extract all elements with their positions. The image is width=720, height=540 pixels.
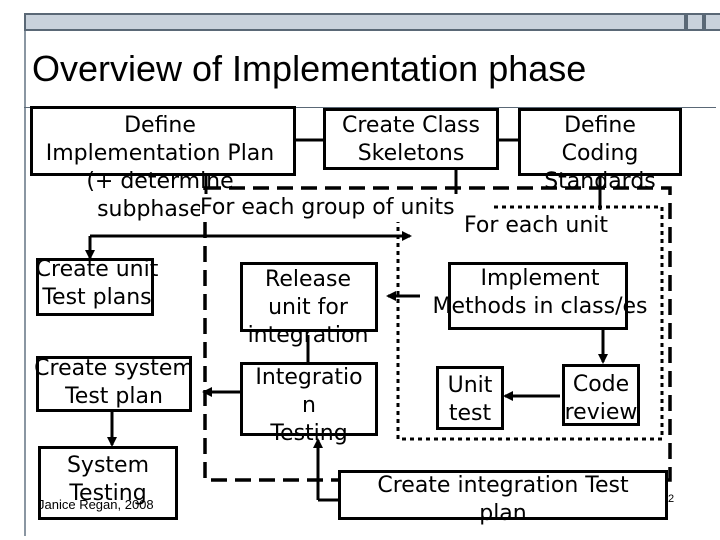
release-unit-label: Release unit for integration: [247, 267, 369, 348]
unit-loop-label: For each unit: [464, 212, 624, 240]
create-system-test-plan-box: [36, 356, 192, 412]
define-implementation-plan-box: [30, 106, 296, 176]
top-decorative-square: [686, 13, 704, 31]
create-system-test-plan-label: Create system Test plan: [34, 356, 194, 409]
unit-test-label: Unit test: [447, 373, 493, 426]
title-divider: [24, 107, 716, 108]
create-class-skeletons-box: [323, 108, 499, 170]
integration-testing-label: Integratio n Testing: [255, 365, 363, 446]
group-loop-label: For each group of units: [200, 194, 490, 222]
unit-test-box: [436, 366, 504, 430]
code-review-label: Code review: [564, 372, 638, 425]
system-testing-label: System Testing: [66, 453, 150, 506]
define-coding-standards-box: [518, 108, 682, 176]
slide-title: Overview of Implementation phase: [32, 48, 587, 89]
footer-author: Janice Regan, 2008: [38, 497, 154, 512]
create-unit-test-plans-box: [36, 258, 154, 316]
top-decorative-square: [704, 13, 720, 31]
create-class-skeletons-label: Create Class Skeletons: [342, 113, 480, 166]
integration-testing-box: [240, 362, 378, 436]
left-decorative-line: [24, 31, 26, 536]
system-testing-box: [38, 446, 178, 520]
implement-methods-box: [448, 262, 628, 330]
code-review-box: [562, 364, 640, 426]
implement-methods-label: Implement Methods in class/es: [432, 266, 648, 319]
unit-loop-frame: [396, 205, 664, 441]
define-implementation-plan-label: Define Implementation Plan (+ determine …: [45, 113, 275, 222]
top-decorative-bar: [24, 13, 686, 31]
create-unit-test-plans-label: Create unit Test plans: [35, 257, 159, 310]
define-coding-standards-label: Define Coding Standards: [544, 113, 656, 194]
page-number: 2: [668, 493, 675, 505]
create-integration-test-plan-box: [338, 470, 668, 520]
release-unit-box: [240, 262, 378, 332]
create-integration-test-plan-label: Create integration Test plan: [377, 473, 629, 526]
